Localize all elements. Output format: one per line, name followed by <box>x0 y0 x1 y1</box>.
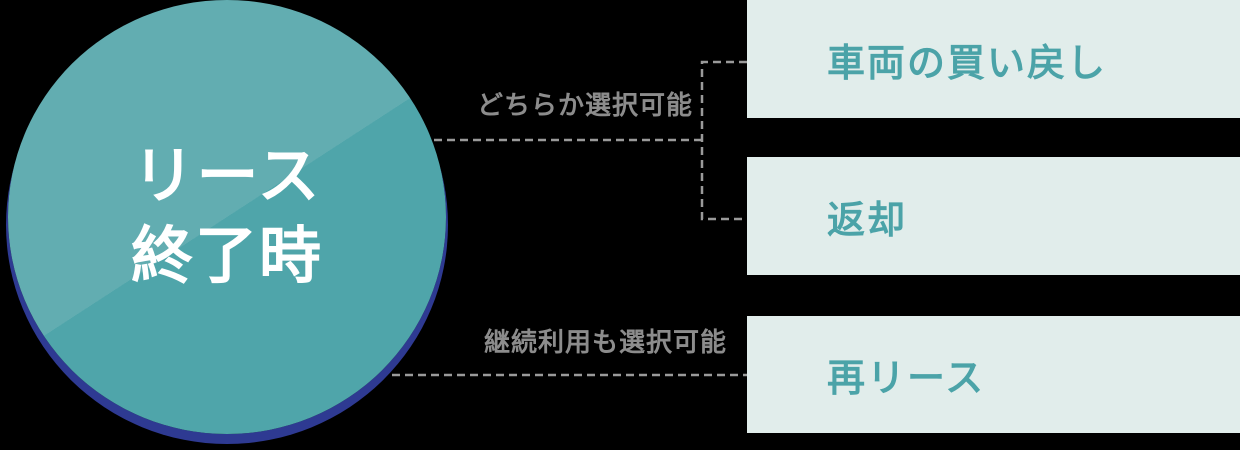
option-box-buyback: 車両の買い戻し <box>747 0 1240 118</box>
option-label: 返却 <box>827 199 908 242</box>
connector-label-continue-choice: 継続利用も選択可能 <box>484 327 728 357</box>
option-box-release: 再リース <box>747 316 1240 433</box>
circle-label-line-1: リース <box>132 142 322 212</box>
option-label: 車両の買い戻し <box>827 42 1108 85</box>
connector-label-either-choice: どちらか選択可能 <box>477 90 694 120</box>
circle-label-line-2: 終了時 <box>130 222 323 291</box>
option-label: 再リース <box>827 358 986 400</box>
lease-end-circle: リース 終了時 <box>8 0 446 434</box>
connector-top-bracket <box>700 60 747 221</box>
option-box-return: 返却 <box>747 157 1240 275</box>
